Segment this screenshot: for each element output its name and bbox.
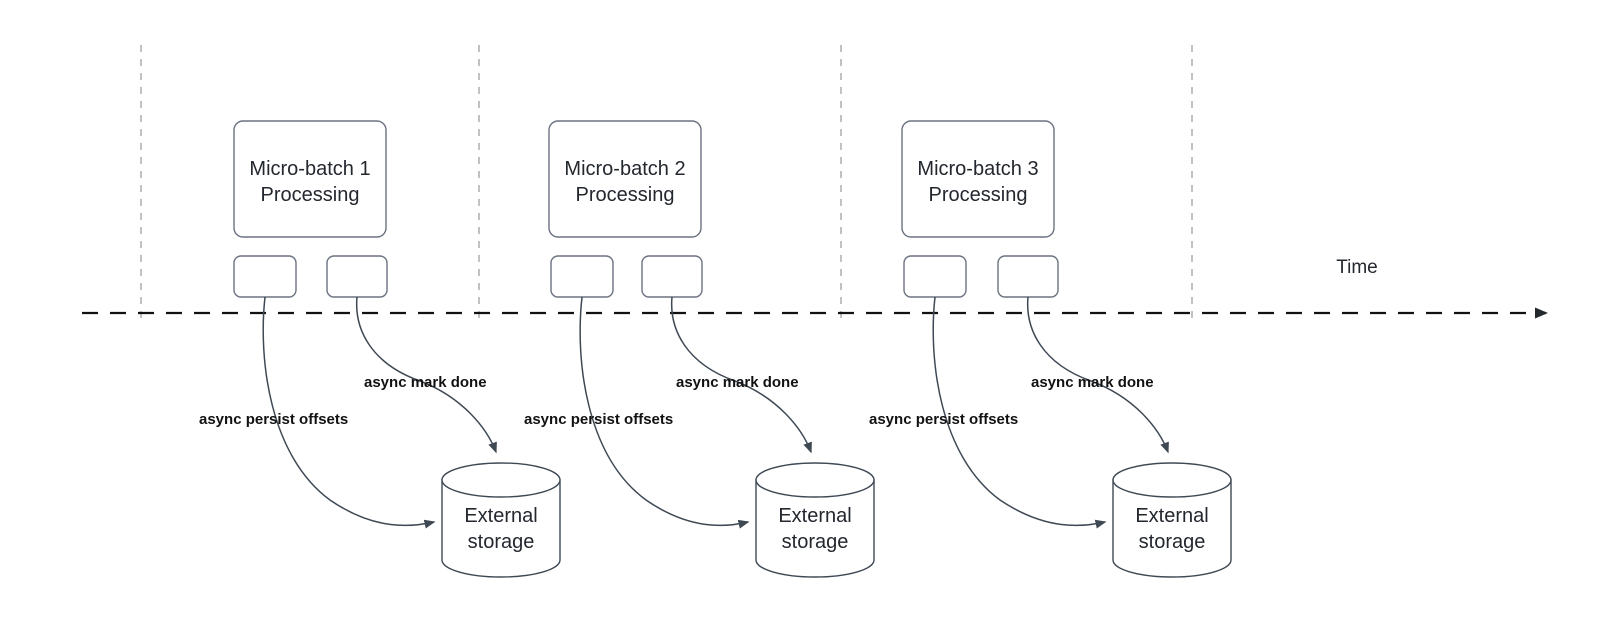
micro-batch-box-label-line2: Processing xyxy=(929,184,1028,206)
async-persist-offsets-arrow-3 xyxy=(932,296,1107,529)
time-axis-label: Time xyxy=(1336,257,1378,278)
cylinder-top xyxy=(1112,462,1232,498)
external-storage-label-line2: storage xyxy=(468,531,535,553)
micro-batch-box-label-line2: Processing xyxy=(576,184,675,206)
external-storage-cylinder-2[interactable]: External storage xyxy=(755,462,875,578)
cylinder-top xyxy=(441,462,561,498)
micro-batch-box-label-line1: Micro-batch 1 xyxy=(249,158,370,180)
task-box-right-1[interactable] xyxy=(326,255,388,298)
external-storage-cylinder-3[interactable]: External storage xyxy=(1112,462,1232,578)
external-storage-label-line2: storage xyxy=(782,531,849,553)
external-storage-label-line1: External xyxy=(464,505,537,527)
task-box-left-3[interactable] xyxy=(903,255,967,298)
cylinder-body xyxy=(1112,479,1232,578)
external-storage-label-line1: External xyxy=(1135,505,1208,527)
async-persist-offsets-label-1: async persist offsets xyxy=(199,411,348,428)
task-box-left-2[interactable] xyxy=(550,255,614,298)
batch-group-1: Micro-batch 1 Processing async persist off… xyxy=(199,120,561,578)
external-storage-label-line1: External xyxy=(778,505,851,527)
async-mark-done-arrow-2 xyxy=(670,296,812,454)
external-storage-label-line2: storage xyxy=(1139,531,1206,553)
external-storage-cylinder-1[interactable]: External storage xyxy=(441,462,561,578)
time-axis-label-group: Time xyxy=(1336,257,1378,278)
task-box-right-2[interactable] xyxy=(641,255,703,298)
async-mark-done-arrow-3 xyxy=(1026,296,1169,454)
async-mark-done-arrow-1 xyxy=(355,296,497,454)
async-mark-done-label-2: async mark done xyxy=(676,374,799,391)
micro-batch-box-2[interactable]: Micro-batch 2 Processing xyxy=(548,120,702,238)
async-persist-offsets-label-2: async persist offsets xyxy=(524,411,673,428)
micro-batch-box-label-line2: Processing xyxy=(261,184,360,206)
micro-batch-box-label-line1: Micro-batch 2 xyxy=(564,158,685,180)
batch-group-2: Micro-batch 2 Processing async persist off… xyxy=(524,120,875,578)
async-persist-offsets-label-3: async persist offsets xyxy=(869,411,1018,428)
micro-batch-box-shape xyxy=(233,120,387,238)
task-box-right-3[interactable] xyxy=(997,255,1059,298)
batch-group-3: Micro-batch 3 Processing async persist off… xyxy=(869,120,1232,578)
time-tick-lines xyxy=(140,45,1193,322)
batch-groups: Micro-batch 1 Processing async persist off… xyxy=(199,120,1232,578)
async-persist-offsets-arrow-2 xyxy=(579,296,750,529)
async-persist-offsets-arrow-1 xyxy=(262,296,436,529)
task-box-left-1[interactable] xyxy=(233,255,297,298)
async-mark-done-label-3: async mark done xyxy=(1031,374,1154,391)
cylinder-top xyxy=(755,462,875,498)
micro-batch-box-shape xyxy=(901,120,1055,238)
cylinder-body xyxy=(441,479,561,578)
micro-batch-box-3[interactable]: Micro-batch 3 Processing xyxy=(901,120,1055,238)
cylinder-body xyxy=(755,479,875,578)
micro-batch-box-shape xyxy=(548,120,702,238)
micro-batch-box-label-line1: Micro-batch 3 xyxy=(917,158,1038,180)
async-mark-done-label-1: async mark done xyxy=(364,374,487,391)
micro-batch-box-1[interactable]: Micro-batch 1 Processing xyxy=(233,120,387,238)
